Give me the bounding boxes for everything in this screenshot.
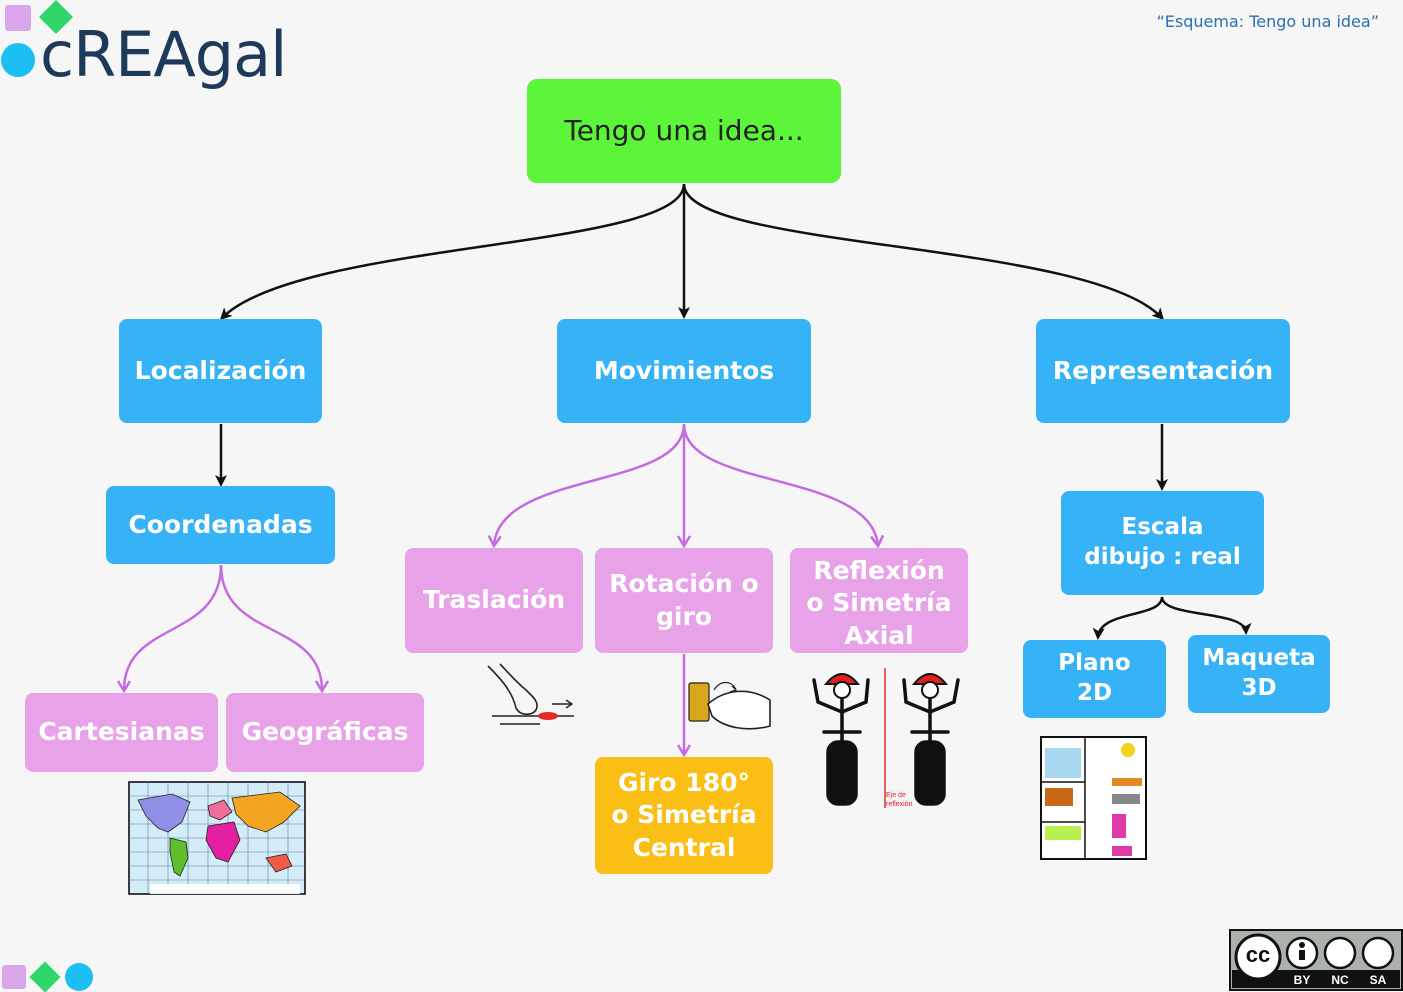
cyclist-left xyxy=(812,678,870,806)
footer-logo-mark xyxy=(2,961,93,992)
node-coordenadas: Coordenadas xyxy=(106,486,335,564)
diagram-caption: “Esquema: Tengo una idea” xyxy=(1156,12,1379,31)
node-reflexion: Reflexión o Simetría Axial xyxy=(790,548,968,653)
arrow-escala-maqueta xyxy=(1160,596,1252,635)
cc-nc-label: NC xyxy=(1331,973,1349,987)
node-maqueta: Maqueta 3D xyxy=(1188,635,1330,713)
node-escala: Escala dibujo : real xyxy=(1061,491,1264,595)
node-rotacion: Rotación o giro xyxy=(595,548,773,653)
world-map-illustration xyxy=(128,781,306,895)
node-giro180: Giro 180° o Simetría Central xyxy=(595,757,773,874)
cyclists-mirror-illustration xyxy=(812,668,960,808)
arrow-movimientos-traslacion xyxy=(494,423,686,545)
node-representacion: Representación xyxy=(1036,319,1290,423)
arrow-root-localizacion xyxy=(219,183,686,321)
hand-turning-key-illustration xyxy=(688,681,771,730)
node-root: Tengo una idea... xyxy=(527,79,841,183)
node-traslacion: Traslación xyxy=(405,548,583,653)
node-localizacion: Localización xyxy=(119,319,322,423)
cc-label: cc xyxy=(1245,942,1271,967)
node-geograficas: Geográficas xyxy=(226,693,424,772)
logo-text: cREAgal xyxy=(40,18,287,91)
cyclist-right xyxy=(902,678,960,806)
node-movimientos: Movimientos xyxy=(557,319,811,423)
arrow-escala-plano xyxy=(1092,596,1164,640)
floor-plan-illustration xyxy=(1040,736,1147,860)
node-cartesianas: Cartesianas xyxy=(25,693,218,772)
hand-sliding-illustration xyxy=(487,663,574,725)
arrow-coordenadas-geograficas xyxy=(219,564,322,690)
cc-by-label: BY xyxy=(1293,973,1311,987)
arrow-coordenadas-cartesianas xyxy=(124,564,223,690)
arrow-root-representacion xyxy=(682,183,1165,321)
arrow-movimientos-reflexion xyxy=(682,423,878,545)
reflection-axis-label: Eje de reflexión xyxy=(886,792,913,808)
node-plano: Plano 2D xyxy=(1023,640,1166,718)
cc-sa-label: SA xyxy=(1369,973,1387,987)
cc-license-badge xyxy=(1229,929,1403,991)
